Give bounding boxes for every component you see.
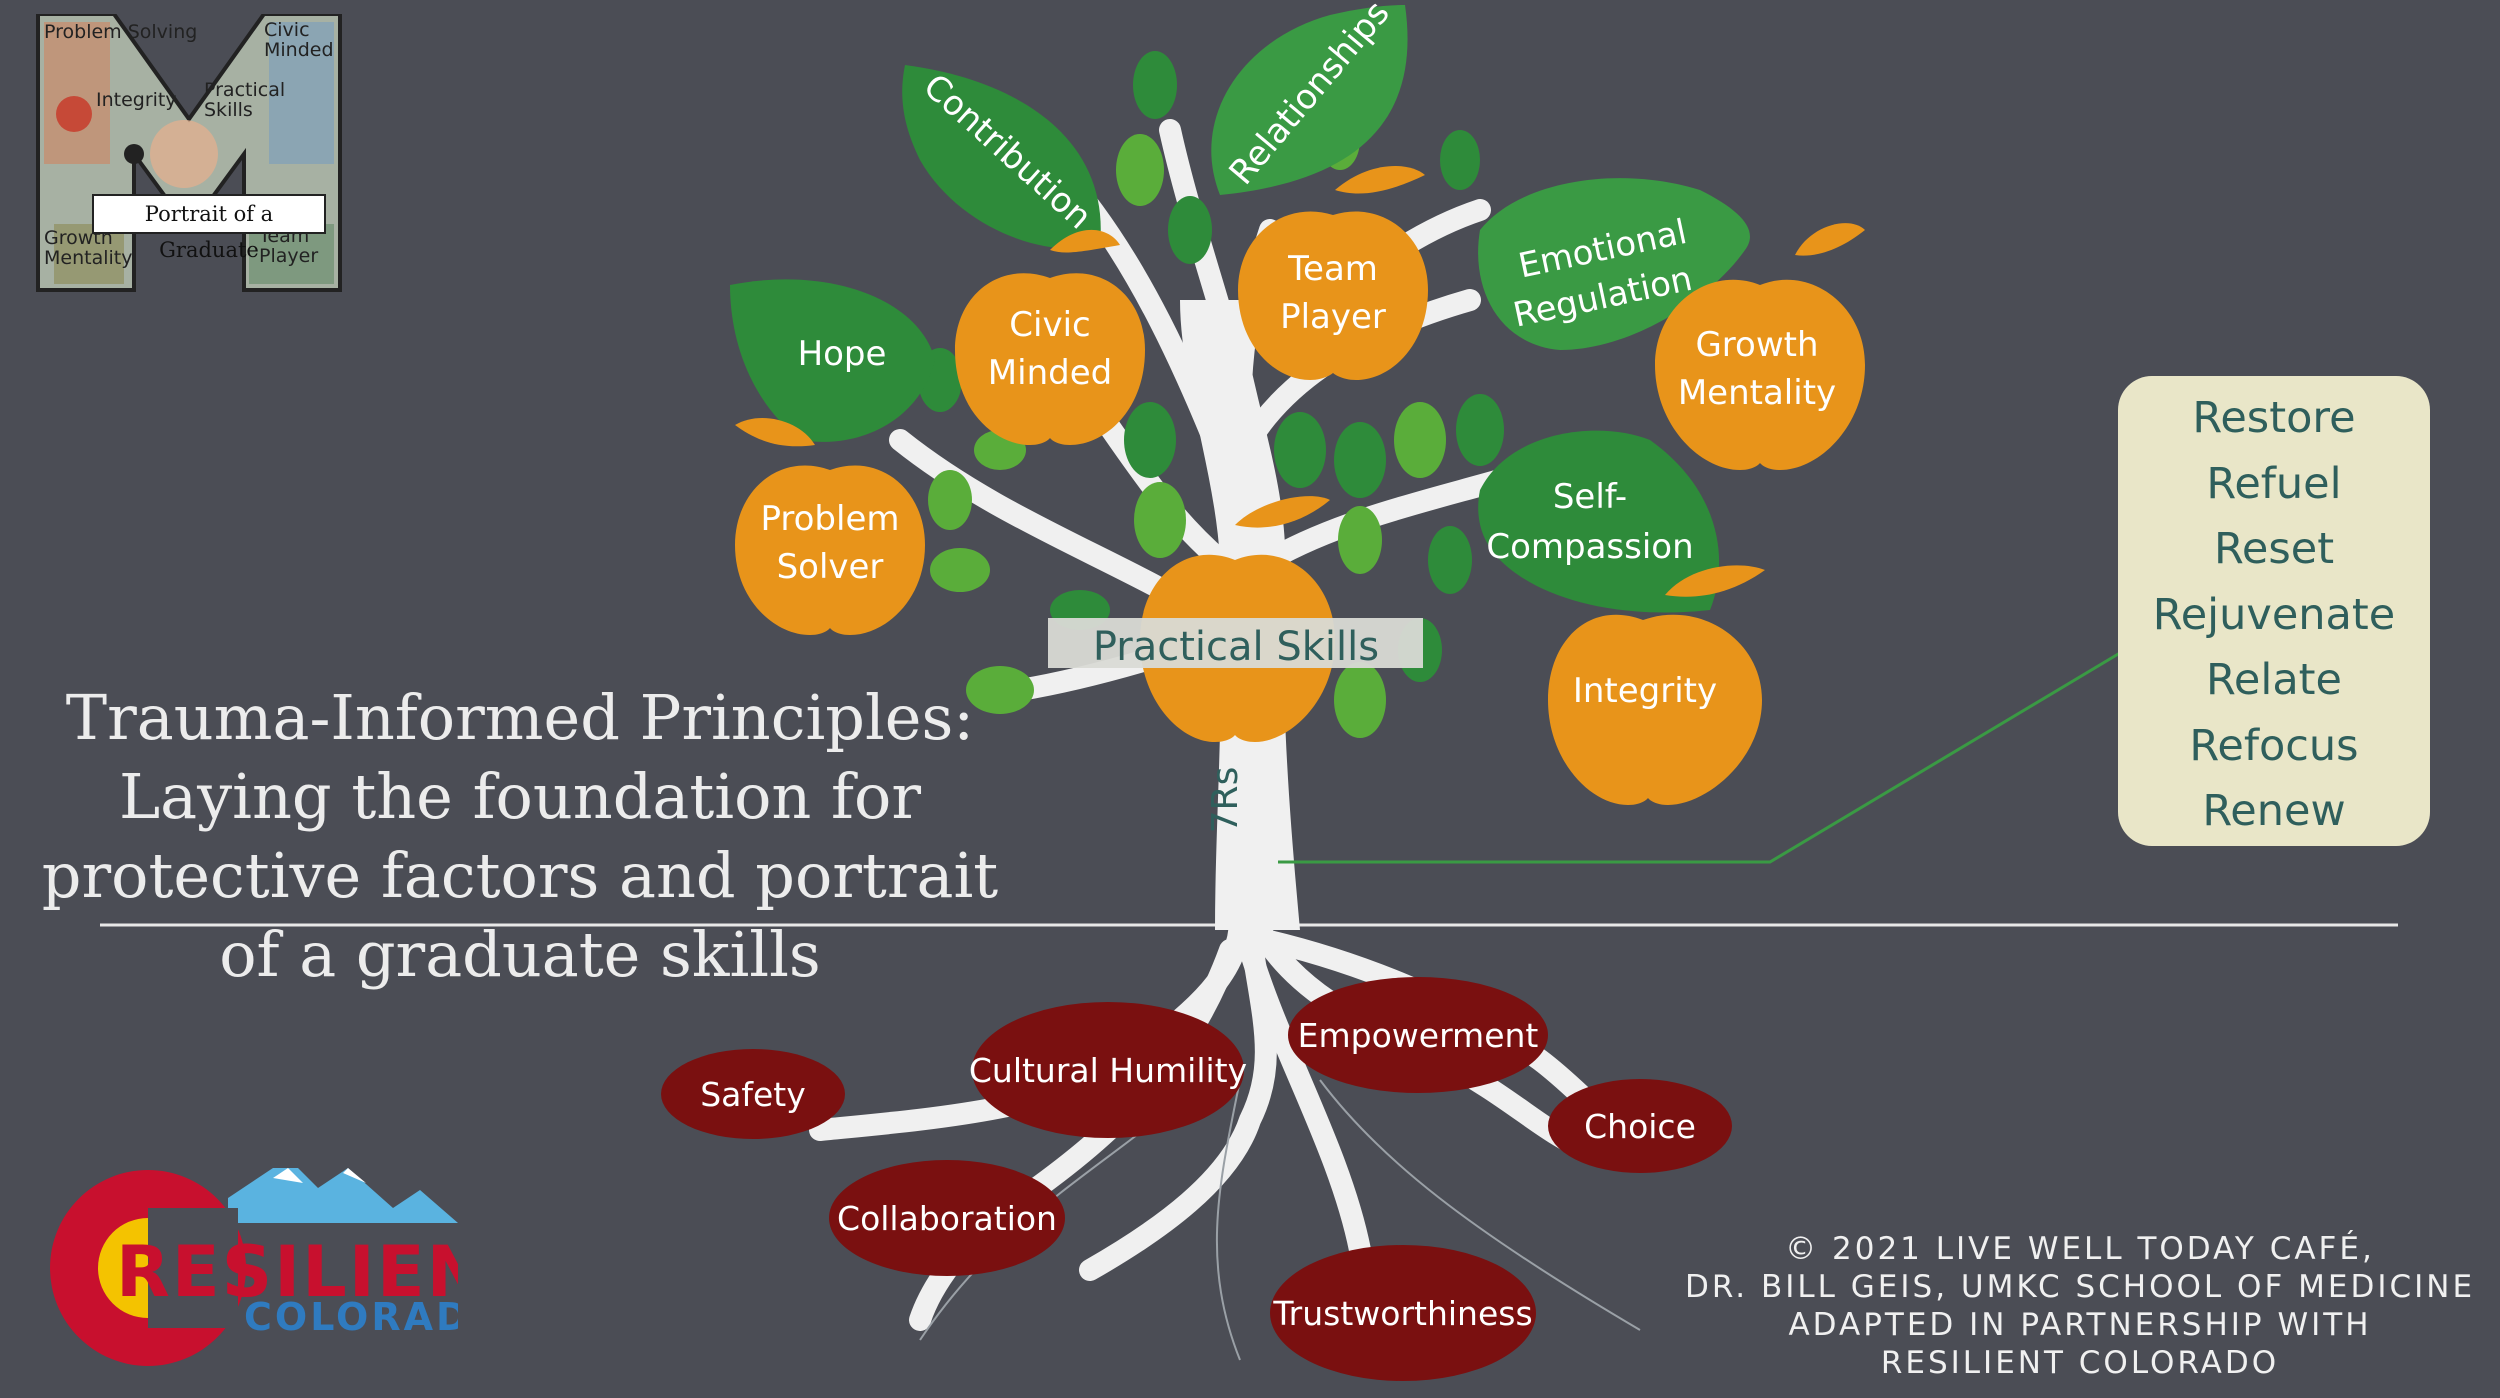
seven-rs-item: Restore <box>2192 393 2356 443</box>
slide-title: Trauma-Informed Principles: Laying the f… <box>40 678 1000 994</box>
copyright-line-4: RESILIENT COLORADO <box>1880 1345 2280 1381</box>
seven-rs-item: Relate <box>2205 655 2342 705</box>
title-line-4: of a graduate skills <box>219 918 821 991</box>
logo-word-resilient: RESILIENT <box>116 1231 458 1313</box>
title-line-3: protective factors and portrait <box>41 839 999 912</box>
seven-rs-item: Renew <box>2202 786 2346 836</box>
root-safety: Safety <box>661 1049 845 1139</box>
logo-word-colorado: COLORADO <box>244 1295 458 1339</box>
copyright-line-1: © 2021 LIVE WELL TODAY CAFÉ, <box>1785 1231 2375 1267</box>
leaf-contribution: Contribution <box>902 65 1101 249</box>
portrait-of-graduate-logo: Problem Solving Civic Minded Integrity P… <box>34 12 344 294</box>
root-collaboration: Collaboration <box>829 1160 1065 1276</box>
root-label-cultural-humility: Cultural Humility <box>969 1051 1247 1090</box>
root-label-trustworthiness: Trustworthiness <box>1272 1294 1532 1333</box>
m-word-integrity: Integrity <box>96 89 177 111</box>
root-choice: Choice <box>1548 1079 1732 1173</box>
apple-problem-solver: Problem Solver <box>735 417 925 635</box>
trunk-label-7rs: 7Rs <box>1205 767 1246 834</box>
title-line-1: Trauma-Informed Principles: <box>65 681 975 754</box>
leaf-label-hope: Hope <box>798 334 887 374</box>
seven-rs-list: Restore Refuel Reset Rejuvenate Relate R… <box>2118 376 2430 845</box>
resilient-colorado-logo: RESILIENT COLORADO <box>50 1168 458 1366</box>
copyright-notice: © 2021 LIVE WELL TODAY CAFÉ, DR. BILL GE… <box>1680 1230 2480 1382</box>
apple-label-civic-minded-1: Civic <box>1009 305 1090 345</box>
m-word-practical-skills: Practical Skills <box>204 79 286 121</box>
connector-line <box>1278 636 2146 864</box>
seven-rs-item: Reset <box>2213 524 2335 574</box>
title-line-2: Laying the foundation for <box>119 760 921 833</box>
root-label-collaboration: Collaboration <box>837 1199 1057 1238</box>
root-cultural-humility: Cultural Humility <box>969 1002 1247 1138</box>
seven-rs-item: Rejuvenate <box>2152 589 2396 640</box>
mountains-icon <box>228 1168 458 1223</box>
m-word-civic-minded: Civic Minded <box>264 19 334 61</box>
apple-label-civic-minded-2: Minded <box>988 353 1112 393</box>
seven-rs-item: Refuel <box>2206 458 2342 509</box>
apple-team-player: Team Player <box>1238 165 1428 380</box>
apple-integrity: Integrity <box>1548 565 1765 805</box>
copyright-line-2: DR. BILL GEIS, UMKC SCHOOL OF MEDICINE <box>1684 1269 2476 1305</box>
leaf-self-compassion: Self- Compassion <box>1478 430 1720 613</box>
leaf-hope: Hope <box>730 279 935 442</box>
apple-label-growth-mentality-1: Growth <box>1695 325 1818 365</box>
apple-label-problem-solver-2: Solver <box>777 547 884 587</box>
practical-skills-label: Practical Skills <box>1093 624 1379 670</box>
leaf-relationships: Relationships <box>1211 0 1408 195</box>
root-empowerment: Empowerment <box>1288 977 1548 1093</box>
seven-rs-item: Refocus <box>2189 720 2359 771</box>
m-caption: Portrait of a Graduate <box>92 194 326 262</box>
apple-civic-minded: Civic Minded <box>955 229 1145 445</box>
apple-label-problem-solver-1: Problem <box>760 499 899 539</box>
apple-practical-skills: Practical Skills <box>1048 496 1423 742</box>
leaf-label-self-compassion-2: Compassion <box>1486 527 1693 567</box>
apple-label-growth-mentality-2: Mentality <box>1678 373 1836 413</box>
copyright-line-3: ADAPTED IN PARTNERSHIP WITH <box>1788 1307 2372 1343</box>
root-label-empowerment: Empowerment <box>1298 1016 1539 1055</box>
root-trustworthiness: Trustworthiness <box>1270 1245 1536 1381</box>
apple-label-integrity: Integrity <box>1573 671 1717 711</box>
root-label-safety: Safety <box>700 1075 806 1114</box>
leaf-label-self-compassion-1: Self- <box>1553 477 1627 517</box>
apple-label-team-player-1: Team <box>1287 249 1378 289</box>
apple-label-team-player-2: Player <box>1280 297 1386 337</box>
root-label-choice: Choice <box>1584 1107 1696 1146</box>
seven-rs-box: Restore Refuel Reset Rejuvenate Relate R… <box>2118 376 2430 846</box>
apple-growth-mentality: Growth Mentality <box>1655 223 1865 470</box>
m-word-problem-solving: Problem Solving <box>44 21 198 43</box>
